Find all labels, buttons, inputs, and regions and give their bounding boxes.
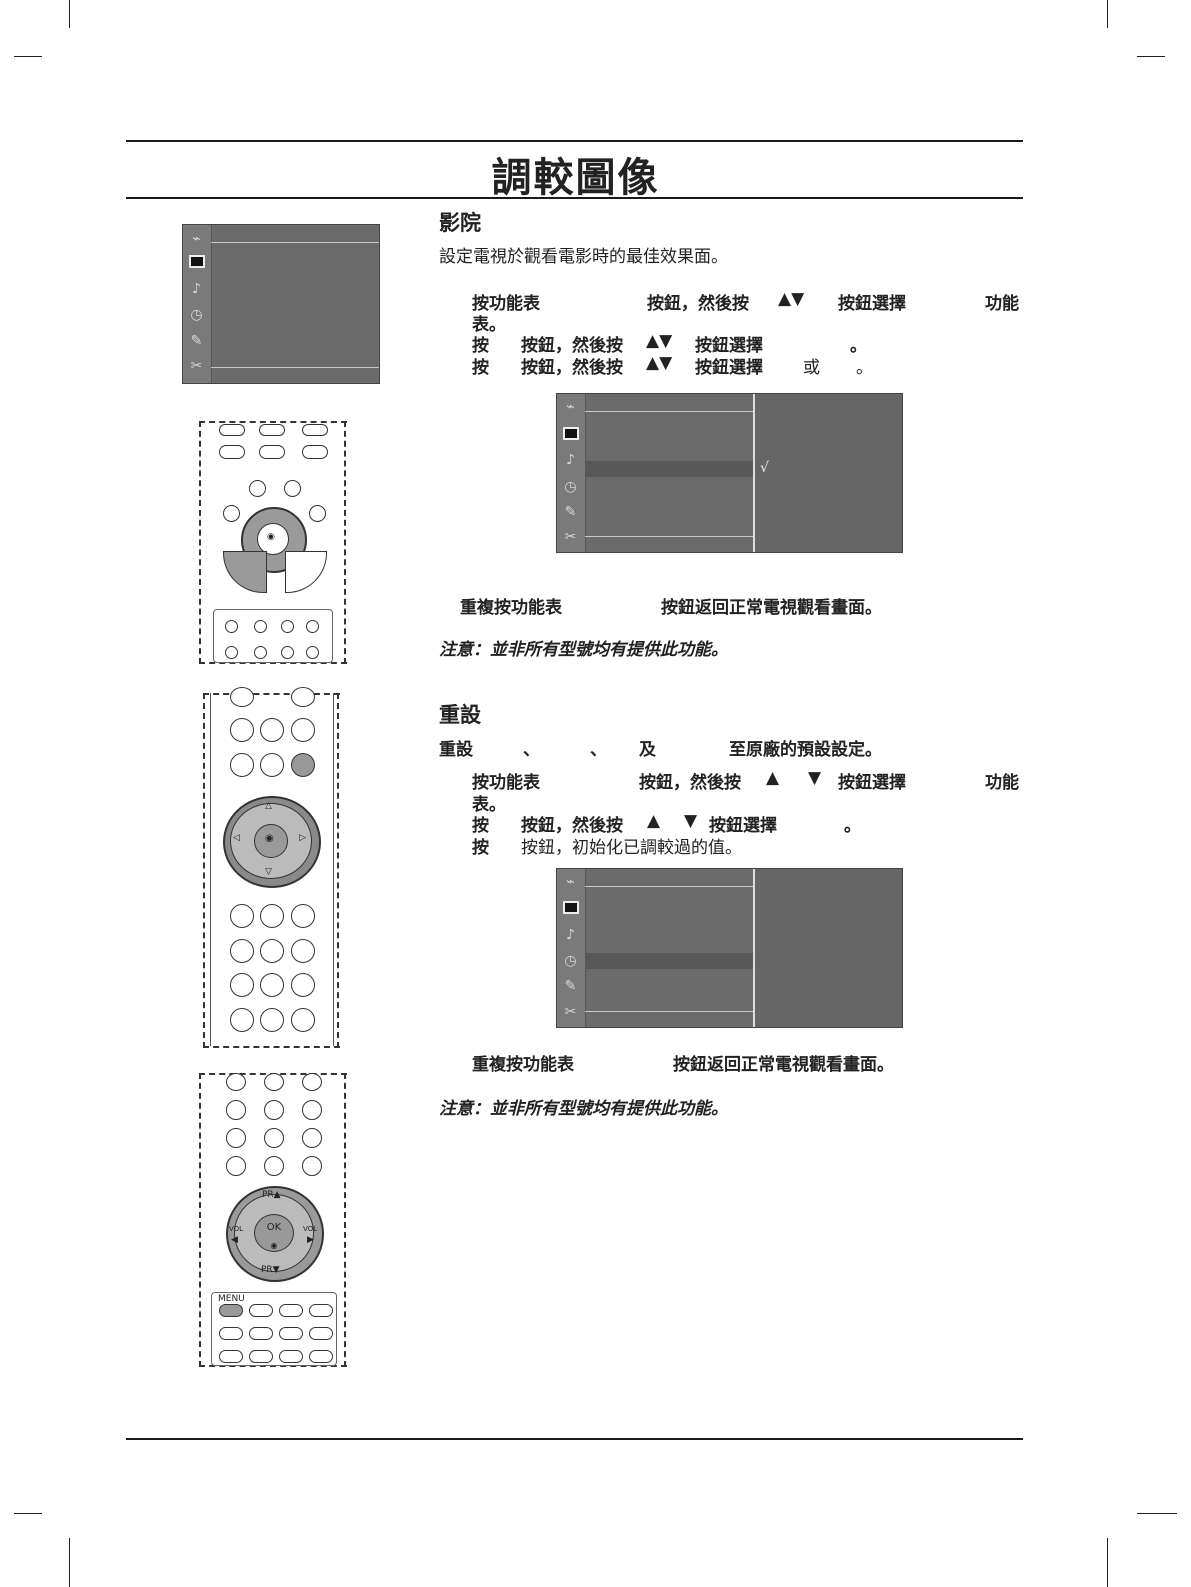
- remote-illustration-3: OK ◉ PR▲ PR▼ VOL ◀ VOL ▶ MENU: [199, 1073, 347, 1367]
- section1-heading: 影院: [439, 211, 481, 235]
- s2-step1-c: ▲: [766, 768, 780, 788]
- satellite-dish-icon: ⌁: [566, 874, 575, 890]
- wrench-icon: ✎: [190, 333, 203, 349]
- s1-step1-a: 按功能表: [472, 294, 540, 314]
- s2-step2-e: 按鈕選擇: [709, 816, 777, 836]
- satellite-dish-icon: ⌁: [566, 399, 575, 415]
- s2-step3-a: 按: [472, 838, 489, 858]
- s2-step2-b: 按鈕，然後按: [521, 816, 623, 836]
- pr-up-label: PR▲: [262, 1190, 281, 1200]
- satellite-dish-icon: ⌁: [192, 231, 201, 247]
- s2-step1-f: 功能: [985, 773, 1019, 793]
- s2-intro-a: 重設: [439, 740, 473, 760]
- s1-return-b: 按鈕返回正常電視觀看畫面。: [661, 598, 882, 618]
- s2-intro-c: 、: [590, 740, 607, 760]
- s2-intro-e: 至原廠的預設設定。: [729, 740, 882, 760]
- s2-step1-a: 按功能表: [472, 773, 540, 793]
- s1-step3-a: 按: [472, 358, 489, 378]
- volume-arc-left: [223, 551, 267, 593]
- ok-label: OK: [266, 1222, 282, 1233]
- s2-return-a: 重複按功能表: [472, 1055, 574, 1075]
- volume-arc-right: [285, 551, 327, 593]
- arrow-right-icon: ▷: [299, 833, 306, 843]
- osd-selected-row: [585, 461, 753, 477]
- arrow-down-icon: ▽: [265, 867, 272, 877]
- s1-step3-d: 按鈕選擇: [695, 358, 763, 378]
- clock-icon: ◷: [190, 307, 203, 323]
- s1-step2-e: 。: [850, 336, 867, 356]
- osd-selected-row: [585, 953, 753, 969]
- arrow-left-icon: ◁: [233, 833, 240, 843]
- arrow-up-icon: △: [265, 801, 272, 811]
- osd-submenu-panel: [753, 869, 902, 1027]
- ok-button: OK ◉: [254, 1214, 294, 1252]
- picture-icon: [189, 255, 205, 268]
- highlighted-button: [291, 753, 315, 777]
- s1-step1-c: ▲▼: [778, 289, 805, 309]
- s1-return-a: 重複按功能表: [460, 598, 562, 618]
- s1-step3-b: 按鈕，然後按: [521, 358, 623, 378]
- s1-step1-f: 表。: [472, 315, 506, 335]
- speaker-icon: ♪: [566, 927, 575, 943]
- s2-step2-a: 按: [472, 816, 489, 836]
- speaker-icon: ♪: [566, 452, 575, 468]
- s1-step1-d: 按鈕選擇: [838, 294, 906, 314]
- osd-check-mark: √: [760, 460, 769, 476]
- s2-step2-c: ▲: [647, 811, 661, 831]
- clock-icon: ◷: [564, 953, 577, 969]
- s1-step1-b: 按鈕，然後按: [647, 294, 749, 314]
- remote-illustration-2: ◉ △ ▽ ◁ ▷: [203, 687, 340, 1048]
- ok-dot-icon: ◉: [267, 532, 275, 542]
- osd-submenu-panel: [753, 394, 902, 552]
- s1-step3-f: 。: [856, 358, 873, 378]
- speaker-icon: ♪: [192, 281, 201, 297]
- wrench-icon: ✎: [564, 504, 577, 520]
- picture-icon: [563, 901, 579, 914]
- s1-step3-c: ▲▼: [646, 353, 673, 373]
- s1-step2-a: 按: [472, 336, 489, 356]
- s2-intro-d: 及: [639, 740, 656, 760]
- picture-icon: [563, 427, 579, 440]
- osd-menu-reset: ⌁ ♪ ◷ ✎ ✂: [556, 868, 903, 1028]
- menu-button: [219, 1304, 243, 1317]
- pr-down-label: PR▼: [261, 1265, 280, 1275]
- s1-step3-e: 或: [803, 358, 820, 378]
- s1-note: 注意：並非所有型號均有提供此功能。: [439, 640, 728, 660]
- vol-right-label: VOL: [303, 1225, 318, 1233]
- s2-step1-g: 表。: [472, 795, 506, 815]
- s1-step1-e: 功能: [985, 294, 1019, 314]
- s2-step3-b: 按鈕，初始化已調較過的值。: [521, 838, 742, 858]
- osd-menu-cinema: ⌁ ♪ ◷ ✎ ✂ √: [556, 393, 903, 553]
- input-plug-icon: ✂: [564, 1004, 577, 1020]
- s1-step2-c: ▲▼: [646, 331, 673, 351]
- remote-illustration-1: ◉: [199, 421, 347, 664]
- s2-intro-b: 、: [523, 740, 540, 760]
- osd-icon-column: ⌁ ♪ ◷ ✎ ✂: [183, 225, 212, 383]
- wrench-icon: ✎: [564, 978, 577, 994]
- s2-step1-d: ▼: [808, 768, 822, 788]
- section1-intro: 設定電視於觀看電影時的最佳效果面。: [439, 247, 728, 267]
- osd-menu-thumbnail: ⌁ ♪ ◷ ✎ ✂: [182, 224, 380, 384]
- s1-step2-d: 按鈕選擇: [695, 336, 763, 356]
- input-plug-icon: ✂: [190, 358, 203, 374]
- s2-step1-b: 按鈕，然後按: [639, 773, 741, 793]
- clock-icon: ◷: [564, 479, 577, 495]
- page-title: 調較圖像: [491, 155, 660, 201]
- s2-note: 注意：並非所有型號均有提供此功能。: [439, 1099, 728, 1119]
- s2-step1-e: 按鈕選擇: [838, 773, 906, 793]
- s1-step2-b: 按鈕，然後按: [521, 336, 623, 356]
- s2-step2-f: 。: [844, 816, 861, 836]
- section2-heading: 重設: [439, 703, 481, 727]
- s2-return-b: 按鈕返回正常電視觀看畫面。: [673, 1055, 894, 1075]
- menu-label: MENU: [218, 1294, 245, 1304]
- vol-left-label: VOL: [229, 1225, 244, 1233]
- input-plug-icon: ✂: [564, 529, 577, 545]
- s2-step2-d: ▼: [684, 811, 698, 831]
